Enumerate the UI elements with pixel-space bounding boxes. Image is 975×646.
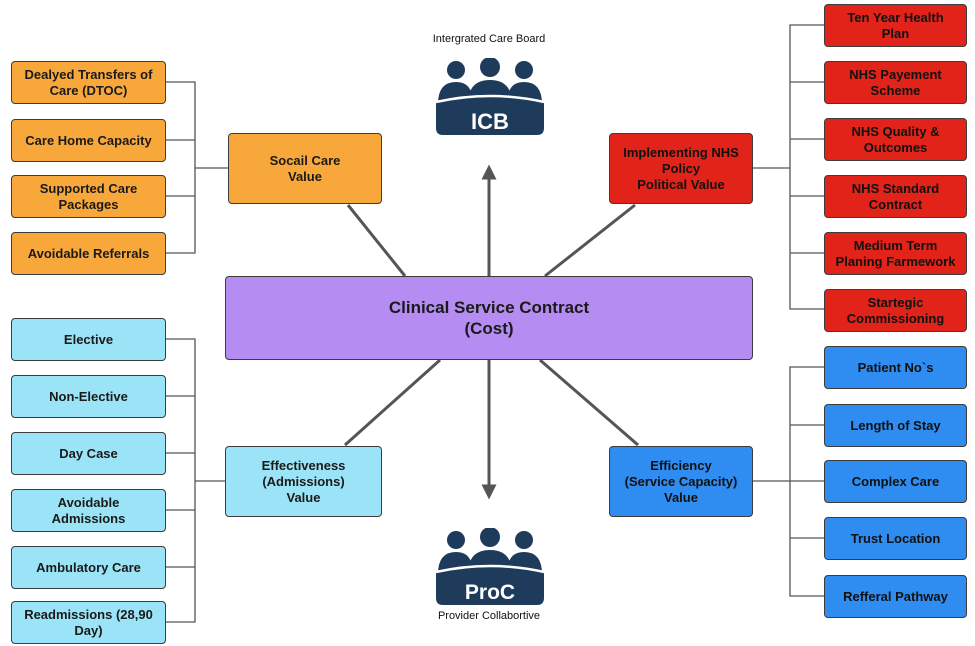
policy-item: Startegic Commissioning bbox=[824, 289, 967, 332]
effectiveness-item: Readmissions (28,90 Day) bbox=[11, 601, 166, 644]
social-item: Care Home Capacity bbox=[11, 119, 166, 162]
social-care-node: Socail Care Value bbox=[228, 133, 382, 204]
proc-caption: Provider Collabortive bbox=[437, 610, 541, 622]
icb-logo-icon: ICB bbox=[435, 58, 545, 135]
policy-item: NHS Payement Scheme bbox=[824, 61, 967, 104]
social-item: Dealyed Transfers of Care (DTOC) bbox=[11, 61, 166, 104]
effectiveness-node: Effectiveness (Admissions) Value bbox=[225, 446, 382, 517]
center-node: Clinical Service Contract (Cost) bbox=[225, 276, 753, 360]
efficiency-item: Patient No`s bbox=[824, 346, 967, 389]
efficiency-item: Refferal Pathway bbox=[824, 575, 967, 618]
proc-badge-text: ProC bbox=[465, 581, 515, 604]
icb-caption: Intergrated Care Board bbox=[432, 33, 546, 45]
social-item: Avoidable Referrals bbox=[11, 232, 166, 275]
efficiency-item: Trust Location bbox=[824, 517, 967, 560]
effectiveness-item: Ambulatory Care bbox=[11, 546, 166, 589]
effectiveness-item: Day Case bbox=[11, 432, 166, 475]
effectiveness-item: Elective bbox=[11, 318, 166, 361]
effectiveness-item: Non-Elective bbox=[11, 375, 166, 418]
social-item: Supported Care Packages bbox=[11, 175, 166, 218]
efficiency-item: Length of Stay bbox=[824, 404, 967, 447]
icb-badge-text: ICB bbox=[471, 109, 509, 134]
policy-item: NHS Standard Contract bbox=[824, 175, 967, 218]
policy-item: NHS Quality & Outcomes bbox=[824, 118, 967, 161]
policy-item: Ten Year Health Plan bbox=[824, 4, 967, 47]
proc-logo-icon: ProC bbox=[435, 528, 545, 605]
effectiveness-item: Avoidable Admissions bbox=[11, 489, 166, 532]
policy-node: Implementing NHS Policy Political Value bbox=[609, 133, 753, 204]
efficiency-item: Complex Care bbox=[824, 460, 967, 503]
efficiency-node: Efficiency (Service Capacity) Value bbox=[609, 446, 753, 517]
policy-item: Medium Term Planing Farmework bbox=[824, 232, 967, 275]
